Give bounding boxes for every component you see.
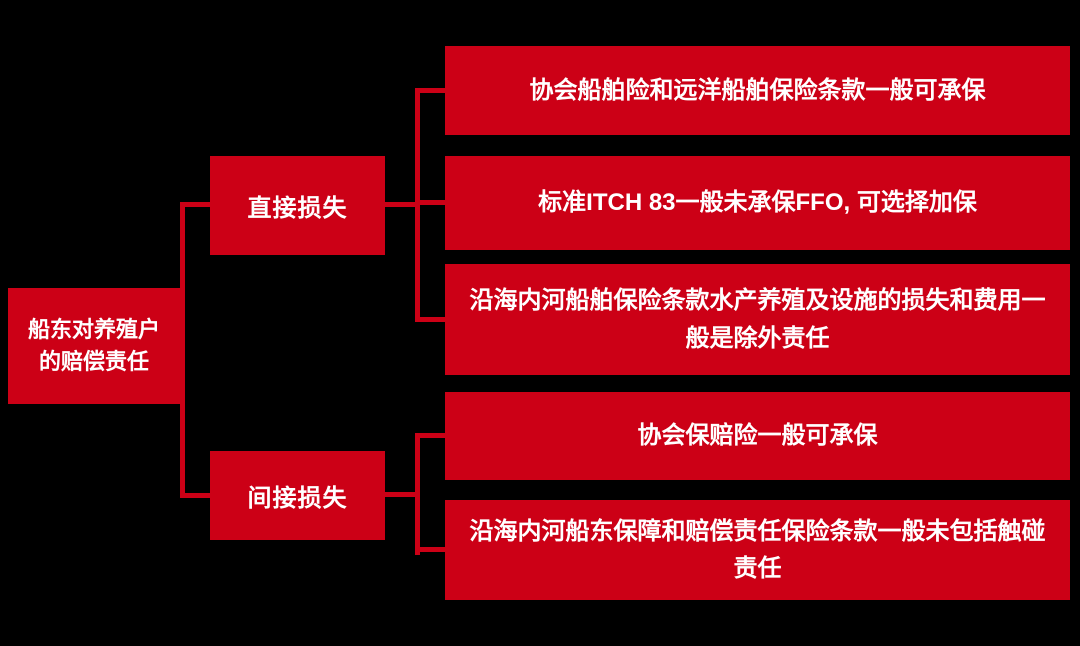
connector-line [415, 88, 445, 93]
connector-line [415, 547, 445, 552]
connector-line [415, 433, 445, 438]
leaf-node-label: 协会船舶险和远洋船舶保险条款一般可承保 [529, 76, 986, 104]
connector-line [415, 317, 445, 322]
connector-line [385, 202, 418, 207]
connector-line [180, 493, 210, 498]
leaf-node-label: 沿海内河船舶保险条款水产养殖及设施的损失和费用一般是除外责任 [469, 287, 1046, 352]
root-node-label: 船东对养殖户的赔偿责任 [27, 317, 160, 374]
connector-line [180, 202, 185, 498]
connector-line [385, 492, 418, 497]
branch-node-indirect-loss: 间接损失 [210, 451, 385, 540]
leaf-node: 标准ITCH 83一般未承保FFO, 可选择加保 [445, 156, 1070, 250]
leaf-node-label: 标准ITCH 83一般未承保FFO, 可选择加保 [538, 189, 977, 217]
leaf-node: 沿海内河船舶保险条款水产养殖及设施的损失和费用一般是除外责任 [445, 264, 1070, 375]
root-node: 船东对养殖户的赔偿责任 [8, 288, 180, 404]
leaf-node-label: 协会保赔险一般可承保 [637, 422, 878, 450]
leaf-node: 协会保赔险一般可承保 [445, 392, 1070, 480]
connector-line [415, 88, 420, 322]
connector-line [415, 200, 445, 205]
leaf-node-label: 沿海内河船东保障和赔偿责任保险条款一般未包括触碰责任 [469, 517, 1046, 582]
branch-node-label: 间接损失 [247, 485, 348, 512]
connector-line [415, 433, 420, 555]
leaf-node: 协会船舶险和远洋船舶保险条款一般可承保 [445, 46, 1070, 135]
leaf-node: 沿海内河船东保障和赔偿责任保险条款一般未包括触碰责任 [445, 500, 1070, 600]
branch-node-direct-loss: 直接损失 [210, 156, 385, 255]
branch-node-label: 直接损失 [247, 195, 348, 222]
connector-line [180, 202, 210, 207]
